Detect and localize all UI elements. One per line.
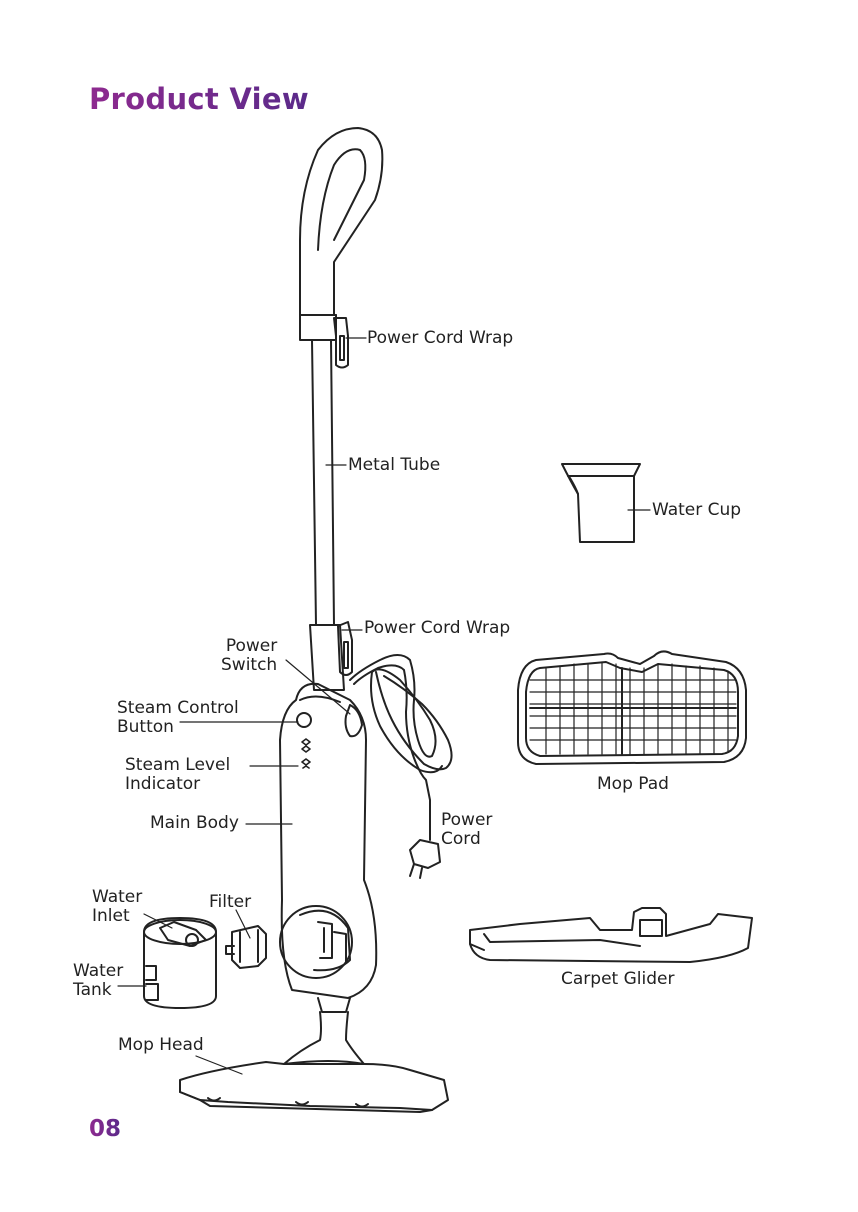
label-water-inlet: Water Inlet [92, 888, 142, 926]
label-filter: Filter [209, 893, 251, 912]
water-tank-illustration [144, 918, 216, 1008]
main-body-illustration [280, 684, 376, 1012]
label-metal-tube: Metal Tube [348, 456, 440, 475]
label-main-body: Main Body [150, 814, 239, 833]
water-cup-illustration [562, 464, 640, 542]
label-mop-head: Mop Head [118, 1036, 204, 1055]
label-power-cord-wrap-top: Power Cord Wrap [367, 329, 513, 348]
label-water-tank: Water Tank [73, 962, 123, 1000]
label-power-cord: Power Cord [441, 811, 492, 849]
handle-illustration [300, 128, 382, 340]
lower-cord-wrap-illustration [310, 622, 352, 690]
label-mop-pad: Mop Pad [597, 775, 669, 794]
mop-head-illustration [180, 1012, 448, 1112]
label-steam-level-indicator: Steam Level Indicator [125, 756, 230, 794]
label-carpet-glider: Carpet Glider [561, 970, 674, 989]
filter-illustration [226, 926, 266, 968]
label-power-cord-wrap-bottom: Power Cord Wrap [364, 619, 510, 638]
mop-pad-illustration [518, 651, 746, 764]
label-steam-control-button: Steam Control Button [117, 699, 239, 737]
carpet-glider-illustration [470, 908, 752, 962]
label-power-switch: Power Switch [221, 637, 277, 675]
page-number: 08 [89, 1116, 121, 1142]
metal-tube-illustration [312, 340, 334, 625]
label-water-cup: Water Cup [652, 501, 741, 520]
